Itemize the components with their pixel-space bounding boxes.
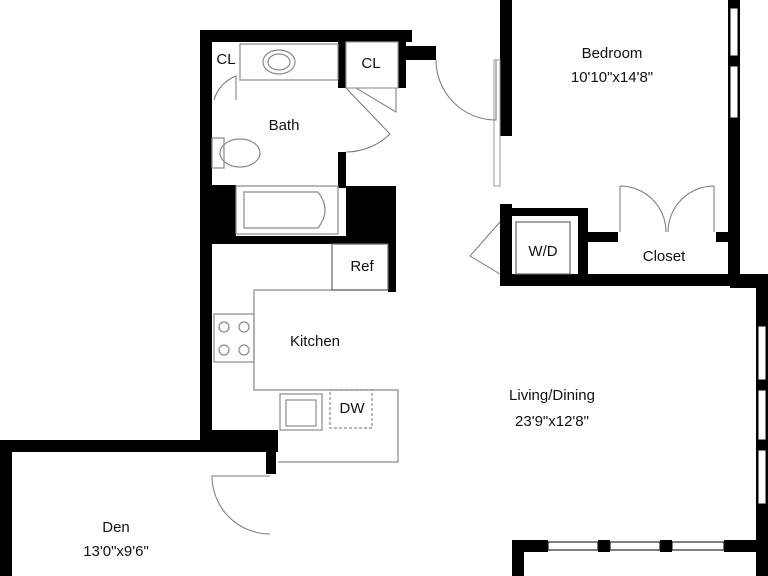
bathtub-icon xyxy=(235,185,339,235)
window-living-3 xyxy=(757,449,767,505)
wall-bath-block xyxy=(346,186,396,244)
window-living-1 xyxy=(757,325,767,381)
window-bedroom-top xyxy=(729,7,739,57)
burner-icon xyxy=(238,344,250,356)
bathtub-basin-icon xyxy=(243,191,326,229)
room-name-living-dining: Living/Dining xyxy=(509,387,595,404)
wall-kitchen-bottom xyxy=(200,430,278,442)
wall-win-post-1 xyxy=(598,540,610,552)
door-swing-den xyxy=(211,475,271,535)
burner-icon xyxy=(218,344,230,356)
wall-closet-top-left xyxy=(578,232,618,242)
wall-win-post-2 xyxy=(660,540,672,552)
wall-win-post-br2 xyxy=(728,118,740,128)
wall-bath-right-lower xyxy=(338,152,346,188)
fixture-label-dishwasher: DW xyxy=(340,400,366,417)
stove-icon xyxy=(213,313,255,363)
window-bedroom-mid xyxy=(729,65,739,119)
labels: Bedroom 10'10"x14'8" Bath CL CL Kitchen … xyxy=(83,45,686,560)
room-dimensions-bedroom: 10'10"x14'8" xyxy=(571,69,653,86)
wall-bath-top xyxy=(200,30,412,42)
door-swing-bath xyxy=(345,87,391,153)
room-name-closet-bath: CL xyxy=(216,51,235,68)
fixture-label-washer-dryer: W/D xyxy=(528,243,557,260)
toilet-tank-icon xyxy=(211,137,225,169)
window-bottom-3 xyxy=(671,541,725,551)
window-bottom-2 xyxy=(609,541,661,551)
closet-hall-outline xyxy=(345,41,399,89)
room-name-bath: Bath xyxy=(269,117,300,134)
sink-drain-icon xyxy=(267,53,291,71)
wall-bedroom-left-low xyxy=(500,204,512,284)
door-swing-wd xyxy=(469,221,501,275)
room-name-den: Den xyxy=(102,519,130,536)
fixtures xyxy=(211,41,571,463)
wall-living-corner xyxy=(730,274,768,288)
wall-closet-top-right xyxy=(716,232,740,242)
kitchen-sink-icon xyxy=(279,393,323,431)
wall-living-bottom-leftpost xyxy=(512,540,524,576)
window-living-2 xyxy=(757,389,767,441)
washer-dryer-box xyxy=(515,221,571,275)
room-name-closet-hall: CL xyxy=(361,55,380,72)
room-dimensions-living-dining: 23'9"x12'8" xyxy=(515,413,589,430)
door-swing-closet-left xyxy=(619,185,667,233)
wall-bath-bottom xyxy=(212,236,396,244)
wall-den-left xyxy=(0,440,12,576)
wall-cl-right xyxy=(398,30,406,88)
room-dimensions-den: 13'0"x9'6" xyxy=(83,543,149,560)
doors xyxy=(211,59,715,535)
toilet-icon xyxy=(219,138,261,168)
dishwasher-box xyxy=(329,389,373,429)
windows xyxy=(493,7,767,551)
room-name-kitchen: Kitchen xyxy=(290,333,340,350)
room-name-closet-bedroom: Closet xyxy=(643,248,686,265)
fixture-label-refrigerator: Ref xyxy=(350,258,374,275)
bath-vanity xyxy=(239,43,339,81)
wall-bath-inner-left xyxy=(200,185,236,237)
door-swing-cl-bath xyxy=(213,75,237,101)
door-swing-bedroom xyxy=(435,59,497,121)
window-bedroom-slider xyxy=(493,59,501,187)
burner-icon xyxy=(238,321,250,333)
wall-win-post-r2 xyxy=(756,440,768,450)
refrigerator-box xyxy=(331,243,389,291)
wall-bath-right xyxy=(338,30,346,88)
door-swing-cl-hall xyxy=(355,87,397,113)
room-name-bedroom: Bedroom xyxy=(582,45,643,62)
window-bottom-1 xyxy=(547,541,599,551)
wall-wd-right xyxy=(578,208,588,284)
wall-bedroom-left-top xyxy=(500,0,512,136)
kitchen-sink-basin-icon xyxy=(285,399,317,427)
wall-win-post-r1 xyxy=(756,380,768,390)
wall-wd-top xyxy=(512,208,588,216)
sink-icon xyxy=(262,49,296,75)
wall-den-right xyxy=(266,452,276,474)
wall-kitchen-right xyxy=(388,244,396,292)
wall-living-top xyxy=(500,274,768,286)
wall-living-bottom-right xyxy=(724,540,768,552)
wall-den-top xyxy=(0,440,278,452)
wall-bath-top-stub xyxy=(404,46,436,60)
wall-win-post-br1 xyxy=(728,56,740,66)
door-swing-closet-right xyxy=(667,185,715,233)
burner-icon xyxy=(218,321,230,333)
